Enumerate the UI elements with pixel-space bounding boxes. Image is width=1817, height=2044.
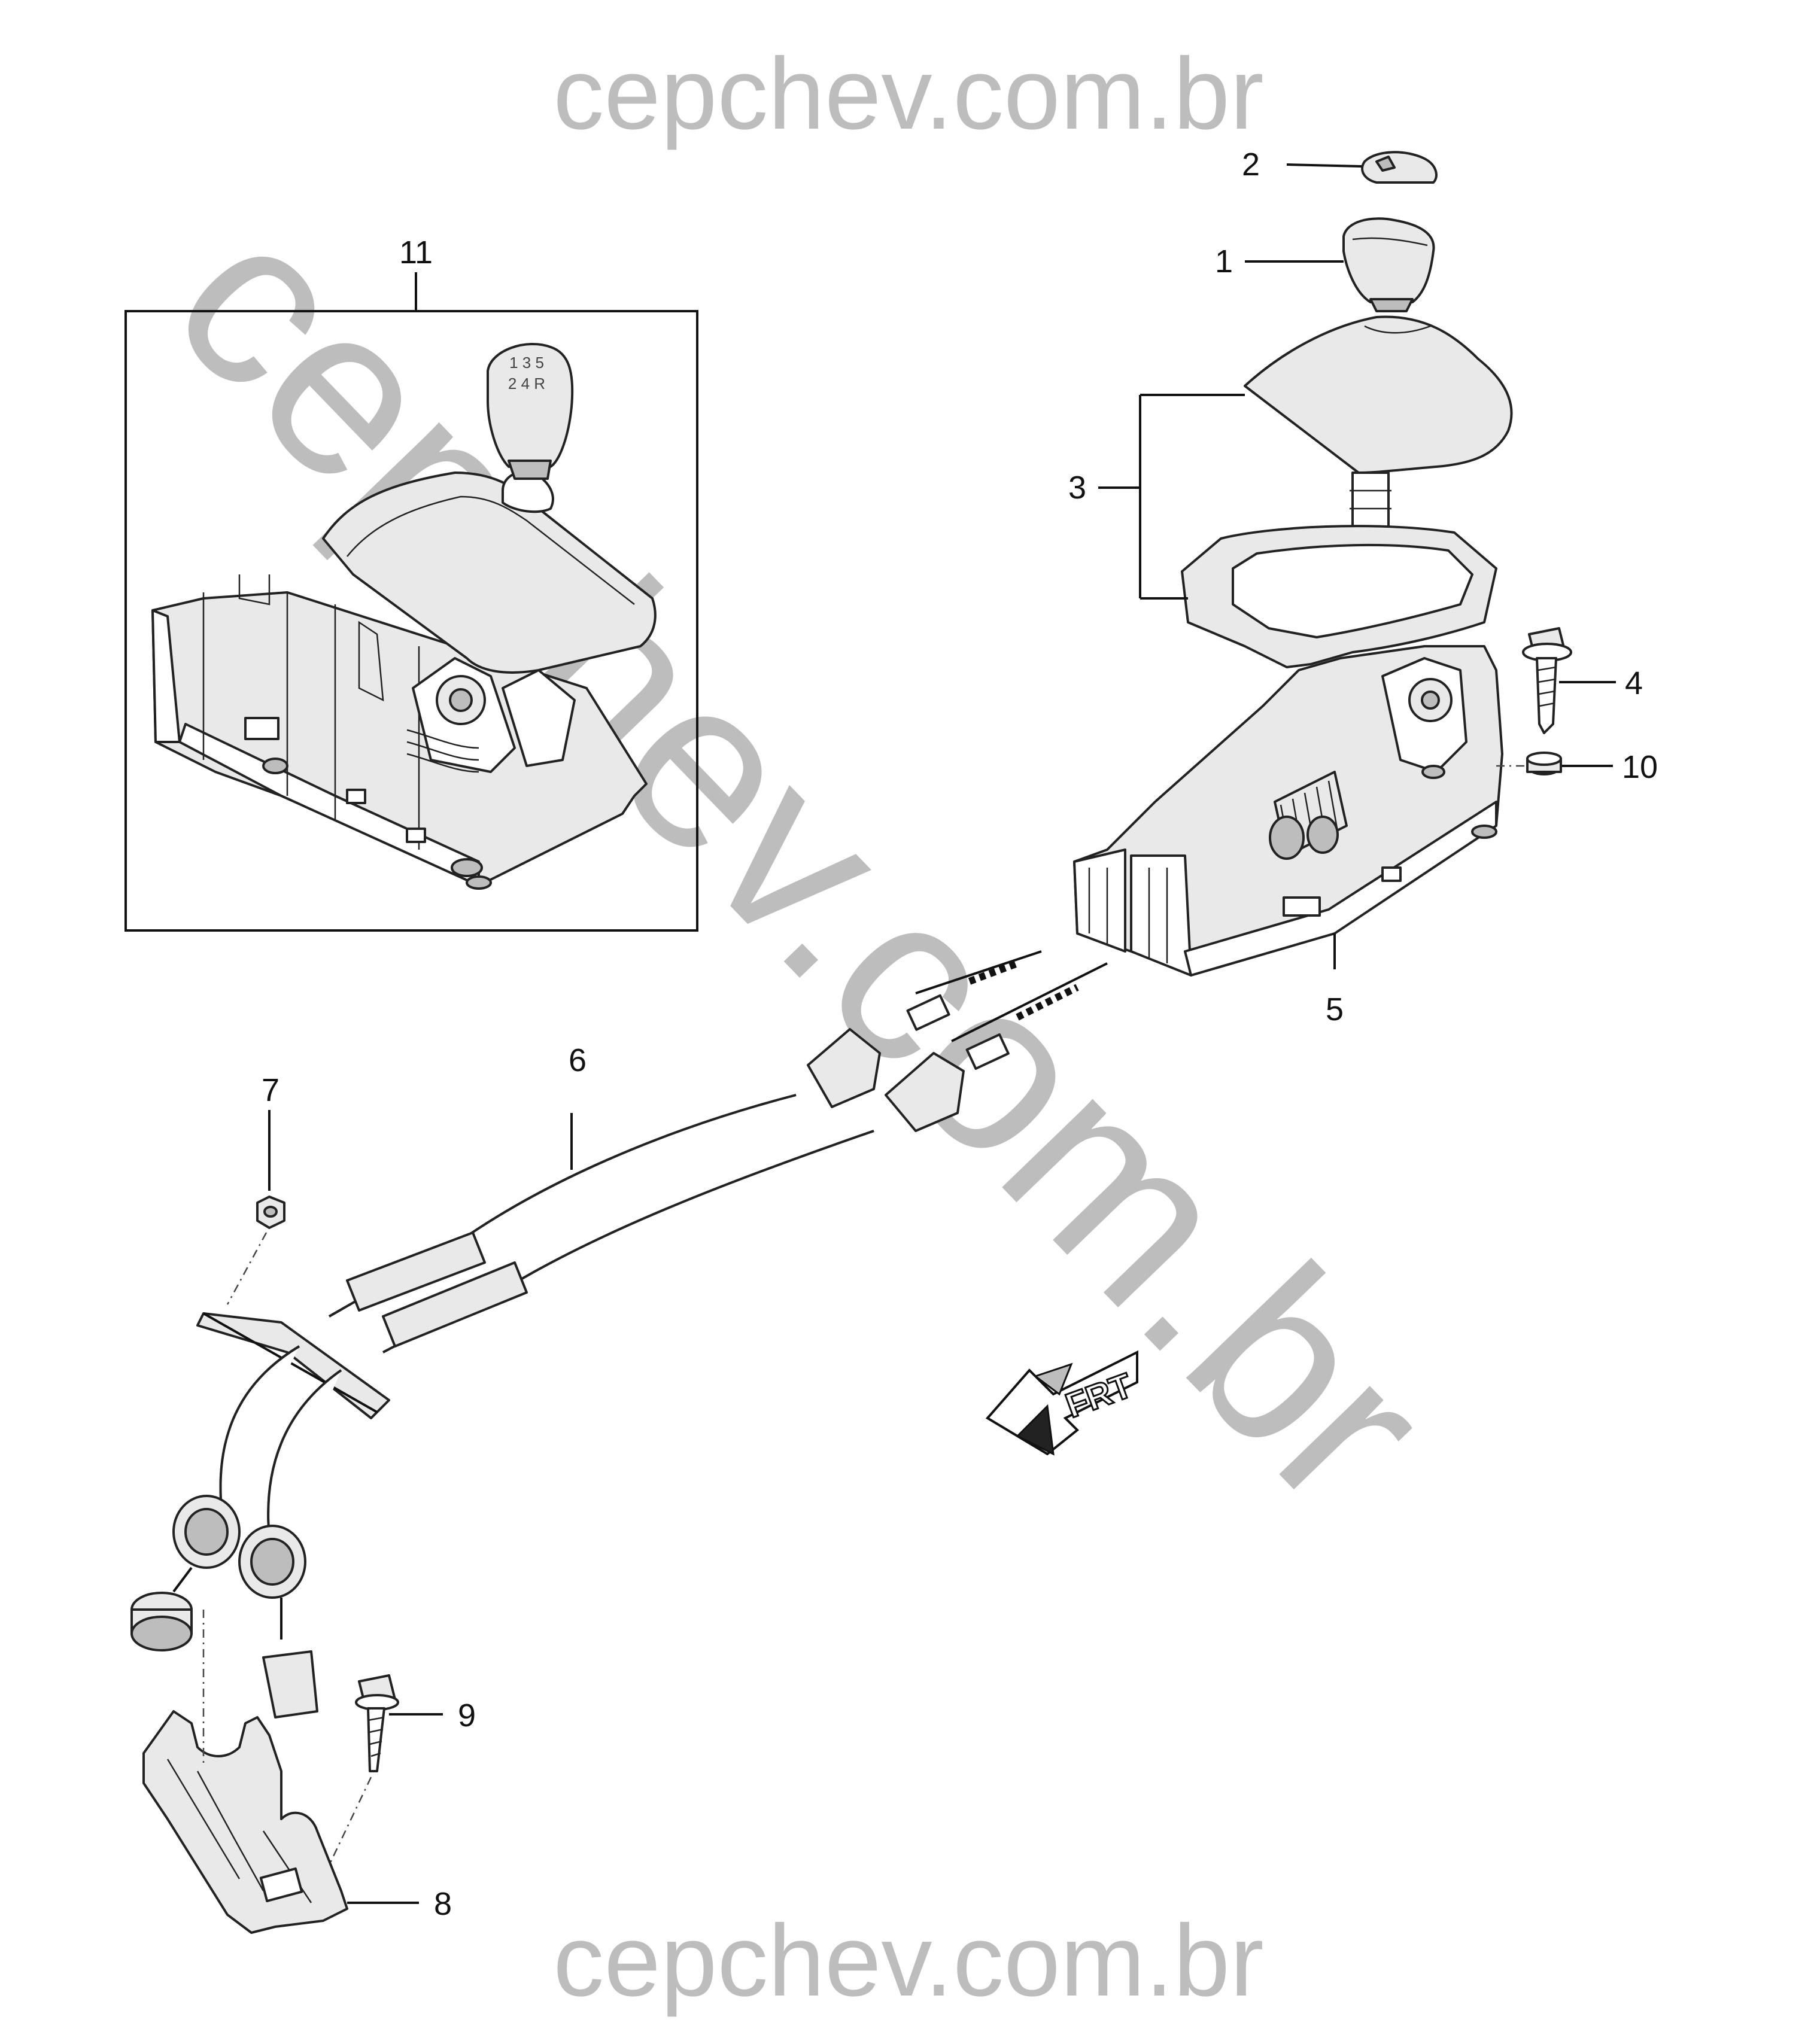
svg-text:1 3 5: 1 3 5 [509,354,544,372]
callout-5: 5 [1326,991,1344,1027]
callout-7: 7 [262,1072,279,1108]
part-2-knob-cap: 2 [1242,147,1438,184]
part-3-shift-boot-bezel: 3 [1068,315,1513,668]
callout-1: 1 [1215,244,1233,279]
svg-text:2 4 R: 2 4 R [508,375,545,393]
watermark-bottom: cepchev.com.br [553,1904,1263,2018]
part-10-nut: 10 [1496,749,1658,785]
callout-3: 3 [1068,470,1086,506]
part-8-cable-bracket: 8 [142,1610,452,1934]
part-5-shifter-housing: 5 [1073,645,1503,1027]
part-6-shift-cables: 6 [130,950,1108,1718]
spring-detail [1269,771,1348,860]
frt-label: FRT [1061,1366,1137,1426]
callout-8: 8 [434,1886,452,1922]
part-1-gear-knob: 1 [1215,217,1435,312]
callout-4: 4 [1625,665,1643,701]
part-4-bolt: 4 [1522,627,1643,734]
callout-6: 6 [569,1042,587,1078]
shifter-assembly-box: 11 1 3 5 2 4 R [124,235,698,932]
part-9-bolt: 9 [310,1674,476,1903]
frt-direction-marker: FRT [985,1350,1138,1456]
callout-9: 9 [458,1698,476,1733]
watermark-top: cepchev.com.br [553,37,1263,151]
callout-10: 10 [1622,749,1658,785]
callout-11: 11 [399,235,433,270]
part-7-nut: 7 [226,1072,285,1305]
callout-2: 2 [1242,147,1260,182]
